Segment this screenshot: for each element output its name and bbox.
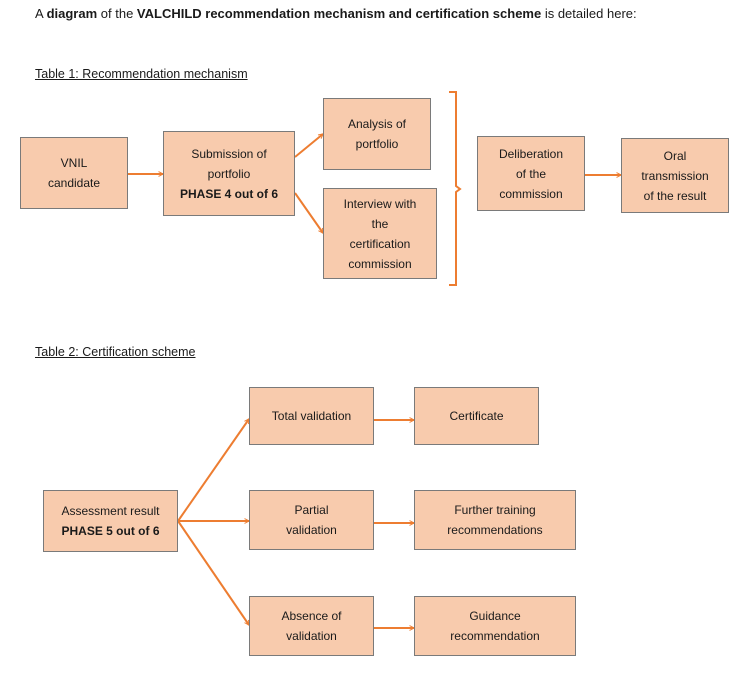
intro-suffix: is detailed here: bbox=[541, 6, 637, 21]
brace-bracket bbox=[449, 91, 462, 286]
node-analysis-of-portfolio: Analysis of portfolio bbox=[323, 98, 431, 170]
arrow-submission-to-interview bbox=[294, 192, 324, 233]
node-total-validation: Total validation bbox=[249, 387, 374, 445]
intro-text: A diagram of the VALCHILD recommendation… bbox=[35, 6, 637, 21]
node-vnil-candidate: VNIL candidate bbox=[20, 137, 128, 209]
phase-5-label: PHASE 5 out of 6 bbox=[61, 524, 160, 538]
intro-mid: of the bbox=[97, 6, 137, 21]
node-certificate: Certificate bbox=[414, 387, 539, 445]
node-submission-of-portfolio: Submission of portfolio PHASE 4 out of 6 bbox=[163, 131, 295, 216]
node-further-training-recommendations: Further training recommendations bbox=[414, 490, 576, 550]
node-interview-with-commission: Interview with the certification commiss… bbox=[323, 188, 437, 279]
table2-caption: Table 2: Certification scheme bbox=[35, 345, 196, 359]
intro-prefix: A bbox=[35, 6, 47, 21]
arrow-submission-to-analysis bbox=[294, 134, 323, 158]
table1-caption: Table 1: Recommendation mechanism bbox=[35, 67, 248, 81]
node-guidance-recommendation: Guidance recommendation bbox=[414, 596, 576, 656]
node-partial-validation: Partial validation bbox=[249, 490, 374, 550]
intro-bold-diagram: diagram bbox=[46, 6, 98, 21]
arrow-assessment-to-total bbox=[177, 419, 250, 522]
intro-bold-title: VALCHILD recommendation mechanism and ce… bbox=[136, 6, 542, 21]
node-absence-of-validation: Absence of validation bbox=[249, 596, 374, 656]
node-oral-transmission: Oral transmission of the result bbox=[621, 138, 729, 213]
phase-4-label: PHASE 4 out of 6 bbox=[179, 186, 278, 201]
node-deliberation-of-commission: Deliberation of the commission bbox=[477, 136, 585, 211]
node-assessment-result: Assessment result PHASE 5 out of 6 bbox=[43, 490, 178, 552]
arrow-assessment-to-absence bbox=[177, 520, 250, 625]
